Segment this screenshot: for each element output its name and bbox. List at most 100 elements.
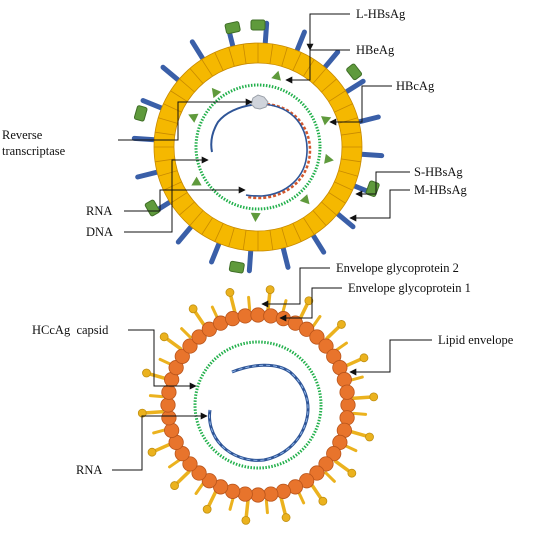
hbv-envelope-segments	[153, 42, 363, 252]
envelope-segment	[312, 210, 327, 226]
glycoprotein-stem-short	[343, 444, 358, 453]
hbv-hbeag-triangles	[188, 70, 334, 222]
envelope-bead	[336, 372, 352, 388]
glycoprotein-head	[147, 447, 157, 457]
envelope-segment	[179, 78, 195, 93]
hcv-capsid-ring	[193, 340, 323, 470]
hbeag-triangle	[271, 70, 281, 81]
hbeag-triangle	[321, 116, 332, 126]
hbeag-triangle	[324, 153, 334, 164]
label-m-hbsag: M-HBsAg	[414, 183, 468, 197]
envelope-segment	[312, 68, 327, 84]
hcv-rna-strand-highlight	[209, 364, 309, 461]
hcv-lipid-envelope-beads	[160, 307, 356, 503]
glycoprotein-head	[281, 513, 291, 522]
callout-lines	[112, 13, 432, 471]
envelope-segment	[334, 181, 353, 191]
glycoprotein-head	[369, 392, 379, 402]
envelope-bead	[275, 483, 291, 499]
envelope-bead	[250, 307, 266, 323]
l-hbsag-block	[224, 21, 241, 35]
envelope-segment	[242, 230, 247, 250]
envelope-bead	[340, 397, 356, 413]
hcv-glycoproteins-layer	[137, 285, 379, 525]
hbv-rna-strand	[245, 103, 308, 197]
callout-eg2	[261, 267, 330, 308]
envelope-bead	[160, 397, 176, 413]
callout-m-hbsag	[349, 189, 410, 222]
envelope-bead	[339, 384, 355, 400]
hcv-rna-strand	[208, 363, 310, 462]
envelope-bead	[299, 321, 315, 337]
envelope-segment	[228, 47, 235, 67]
envelope-segment	[214, 223, 224, 242]
envelope-segment	[242, 44, 247, 64]
label-s-hbsag: S-HBsAg	[414, 165, 463, 179]
envelope-segment	[189, 68, 204, 84]
envelope-segment	[303, 59, 315, 77]
envelope-segment	[321, 78, 337, 93]
glycoprotein-stem-short	[352, 411, 368, 416]
envelope-segment	[338, 170, 358, 177]
glycoprotein-stem-short	[228, 496, 235, 511]
glycoprotein-stem-short	[264, 499, 269, 515]
glycoprotein-stem-short	[194, 482, 205, 495]
envelope-segment	[158, 117, 178, 124]
glycoprotein-stem-short	[152, 428, 167, 435]
envelope-segment	[189, 210, 204, 226]
envelope-bead	[309, 329, 325, 345]
envelope-segment	[155, 158, 175, 163]
hbeag-triangle	[250, 212, 261, 222]
envelope-segment	[334, 103, 353, 113]
glycoprotein-head	[365, 432, 374, 442]
envelope-segment	[269, 230, 274, 250]
l-hbsag-block	[144, 199, 160, 217]
glycoprotein-head	[337, 320, 346, 329]
envelope-segment	[292, 52, 302, 71]
envelope-segment	[328, 192, 346, 204]
envelope-bead	[339, 410, 355, 426]
envelope-bead	[309, 465, 325, 481]
hbeag-triangle	[188, 113, 199, 123]
glycoprotein-stem-short	[180, 327, 192, 339]
envelope-inner-edge	[173, 62, 343, 232]
glycoprotein-stem-short	[247, 295, 252, 311]
envelope-segment	[269, 44, 274, 64]
glycoprotein-stem-short	[311, 315, 322, 328]
l-hbsag-block	[346, 63, 363, 81]
reverse-transcriptase-shape	[250, 94, 269, 110]
envelope-segment	[281, 47, 288, 67]
glycoprotein-stem-short	[324, 471, 336, 483]
envelope-segment	[170, 90, 188, 102]
label-envelope-glycoprotein-2: Envelope glycoprotein 2	[336, 261, 459, 275]
callout-l-hbsag	[306, 13, 350, 51]
envelope-segment	[303, 217, 315, 235]
envelope-bead	[237, 486, 253, 502]
callout-dna	[124, 156, 209, 233]
glycoprotein-head	[347, 468, 357, 478]
callout-hbv-rna	[124, 186, 246, 212]
glycoprotein-stem-short	[210, 305, 219, 320]
hbv-particle	[131, 19, 385, 274]
labels: L-HBsAg HBeAg HBcAg Reverse transcriptas…	[2, 7, 514, 477]
callout-lipid-envelope	[349, 339, 432, 376]
label-lipid-envelope: Lipid envelope	[438, 333, 514, 347]
envelope-bead	[318, 338, 334, 354]
l-hbsag-block	[228, 260, 245, 274]
envelope-segment	[341, 158, 361, 163]
l-hbsag-block	[250, 19, 266, 31]
envelope-bead	[326, 446, 342, 462]
envelope-segment	[201, 59, 213, 77]
l-hbsag-block	[133, 105, 148, 122]
hbv-dna-strand	[247, 102, 312, 200]
glycoprotein-stem-short	[281, 299, 288, 314]
glycoprotein-head	[188, 304, 198, 314]
hbv-capsid-ring	[194, 83, 322, 211]
hcv-particle	[137, 285, 379, 525]
label-reverse-transcriptase-1: Reverse	[2, 128, 43, 142]
envelope-segment	[281, 227, 288, 247]
envelope-bead	[182, 338, 198, 354]
label-hbv-rna: RNA	[86, 204, 112, 218]
callout-s-hbsag	[355, 171, 410, 198]
envelope-outer-edge	[153, 42, 363, 252]
